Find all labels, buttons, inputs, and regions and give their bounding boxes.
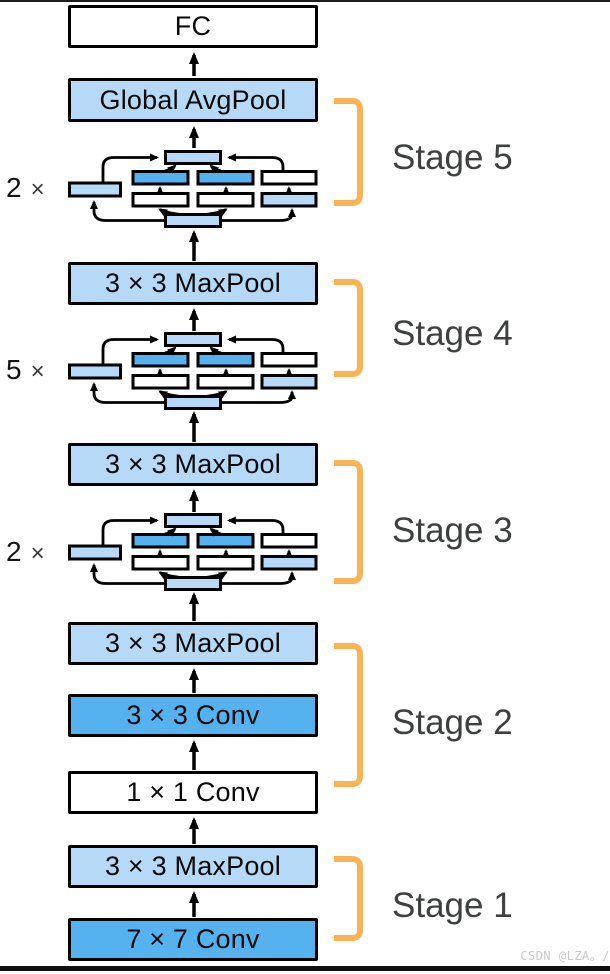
times-symbol: × <box>30 176 45 203</box>
stage-5-label: Stage 5 <box>392 138 513 177</box>
layer-maxpool-stage1: 3 × 3 MaxPool <box>68 845 318 888</box>
stage-3-label: Stage 3 <box>392 511 513 550</box>
layer-conv1x1: 1 × 1 Conv <box>68 771 318 814</box>
bottom-border-bar <box>0 966 610 971</box>
layer-fc: FC <box>68 5 318 48</box>
repeat-count-value: 5 <box>6 354 22 385</box>
layer-conv7x7: 7 × 7 Conv <box>68 918 318 961</box>
repeat-count-stage3: 2× <box>6 532 76 572</box>
stage-3-bracket <box>334 460 363 584</box>
watermark-text: CSDN @LZA。/ <box>520 949 610 963</box>
stage-2-bracket <box>334 643 363 787</box>
times-symbol: × <box>30 540 45 567</box>
stage-1-label: Stage 1 <box>392 886 513 925</box>
inception-module-stage3 <box>70 515 317 590</box>
repeat-count-value: 2 <box>6 172 22 203</box>
layer-maxpool-stage3: 3 × 3 MaxPool <box>68 622 318 665</box>
stage-4-label: Stage 4 <box>392 314 513 353</box>
stage-4-bracket <box>334 279 363 377</box>
inception-module-stage5 <box>70 152 317 227</box>
stage-5-bracket <box>334 98 363 206</box>
layer-maxpool-stage5: 3 × 3 MaxPool <box>68 262 318 305</box>
layer-conv3x3: 3 × 3 Conv <box>68 694 318 737</box>
stage-1-bracket <box>334 856 363 941</box>
repeat-count-stage4: 5× <box>6 350 76 390</box>
inception-module-stage4 <box>70 334 317 409</box>
repeat-count-stage5: 2× <box>6 168 76 208</box>
stage-brackets <box>334 98 363 941</box>
layer-maxpool-stage4: 3 × 3 MaxPool <box>68 443 318 486</box>
layer-global-avgpool: Global AvgPool <box>68 78 318 122</box>
times-symbol: × <box>30 358 45 385</box>
repeat-count-value: 2 <box>6 536 22 567</box>
stage-2-label: Stage 2 <box>392 703 513 742</box>
top-border-line <box>0 0 610 2</box>
